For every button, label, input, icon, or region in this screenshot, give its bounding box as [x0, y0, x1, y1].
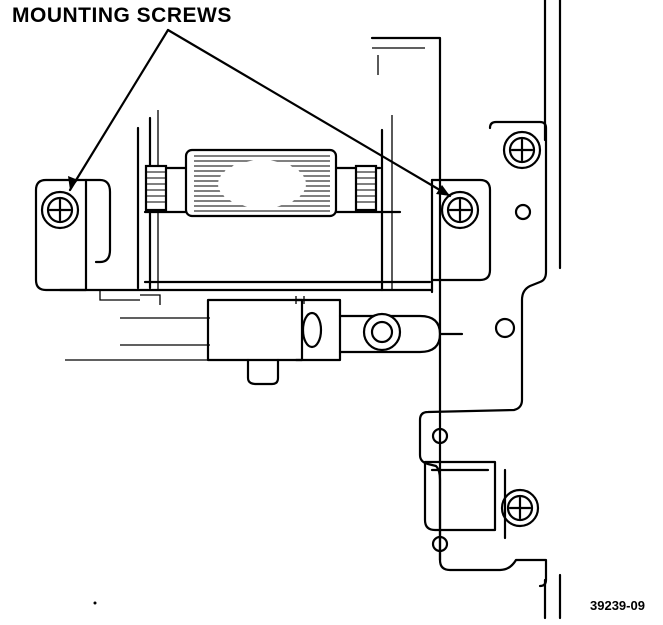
plate-hole-bottom [431, 535, 449, 553]
roller-assembly [136, 110, 432, 292]
right-mounting-plate [418, 120, 562, 620]
callout-label: MOUNTING SCREWS [12, 4, 232, 27]
leader-to-right-screw [166, 28, 452, 198]
figure-number: 39239-09 [590, 598, 645, 613]
callout-leaders [68, 28, 452, 198]
chassis-frame [370, 0, 562, 562]
plate-hole-middle [494, 317, 516, 339]
plate-screw-top [502, 130, 542, 170]
right-mounting-screw [440, 190, 480, 230]
plate-hole-lower [431, 427, 449, 445]
stray-dot [93, 601, 97, 605]
lower-bracket [423, 460, 507, 540]
plate-hole-upper [514, 203, 532, 221]
arrowhead-right [436, 185, 450, 196]
left-mounting-screw [40, 190, 80, 230]
plate-screw-bottom [500, 488, 540, 528]
lower-mechanism [65, 294, 464, 386]
left-bracket [34, 178, 434, 301]
leader-to-left-screw [68, 28, 170, 192]
arrowhead-left [68, 176, 78, 190]
right-bracket [430, 178, 492, 294]
